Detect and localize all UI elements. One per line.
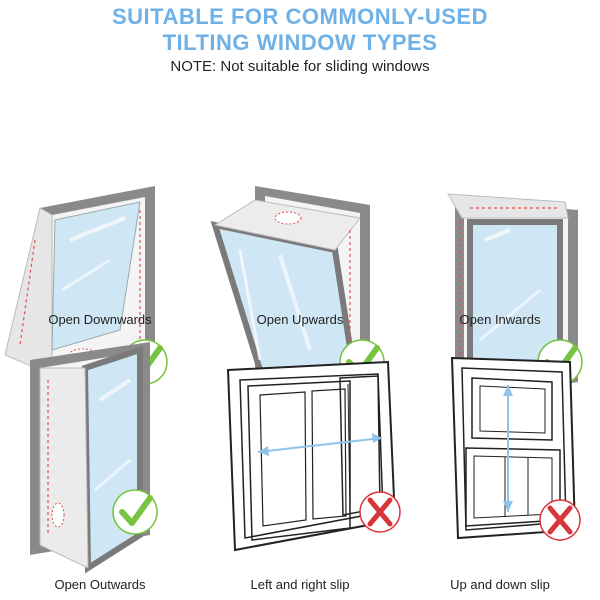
open-downwards-illustration — [4, 186, 155, 390]
caption-left-right-slip: Left and right slip — [250, 577, 350, 592]
caption-open-upwards: Open Upwards — [256, 312, 344, 327]
caption-open-downwards: Open Downwards — [48, 312, 152, 327]
left-right-slip-illustration — [226, 360, 397, 552]
caption-open-inwards: Open Inwards — [459, 312, 541, 327]
window-open-inwards: Open Inwards — [400, 90, 600, 400]
page-title-line-1: SUITABLE FOR COMMONLY-USED — [111, 4, 488, 29]
check-icon — [339, 339, 385, 385]
window-open-outwards: Open Outwards — [0, 340, 200, 600]
page-title-line-2: TILTING WINDOW TYPES — [162, 30, 438, 55]
window-open-downwards: Open Downwards — [0, 90, 200, 390]
cross-icon — [539, 499, 581, 541]
note-text: NOTE: Not suitable for sliding windows — [170, 58, 430, 75]
window-up-down-slip: Up and down slip — [400, 340, 600, 600]
caption-open-outwards: Open Outwards — [54, 577, 146, 592]
window-open-upwards: Open Upwards — [200, 90, 400, 390]
check-icon — [112, 489, 158, 535]
window-left-right-slip: Left and right slip — [200, 340, 401, 600]
check-icon — [537, 339, 583, 385]
open-inwards-illustration — [447, 193, 578, 400]
check-icon — [122, 339, 168, 385]
cross-icon — [359, 491, 401, 533]
caption-up-down-slip: Up and down slip — [450, 577, 550, 592]
